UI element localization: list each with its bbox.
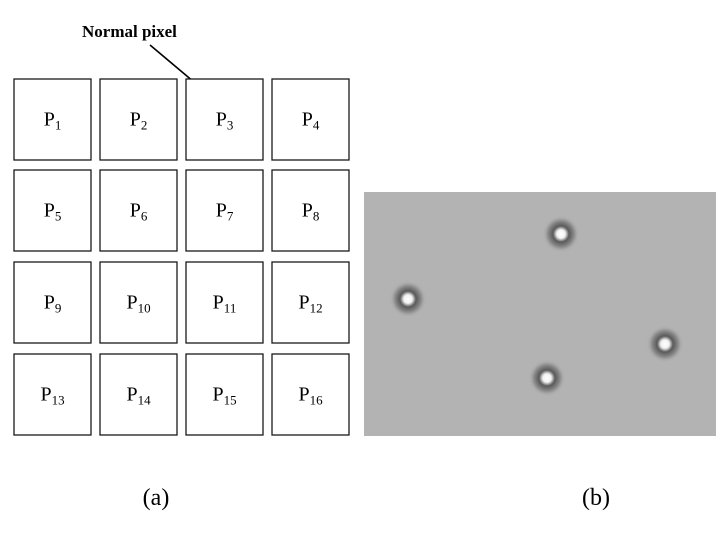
pixel-cell: P8 — [271, 169, 350, 252]
pixel-cell: P16 — [271, 353, 350, 436]
pixel-cell: P15 — [185, 353, 264, 436]
pixel-label-letter: P — [216, 109, 227, 131]
pixel-cell-border — [185, 353, 264, 436]
pixel-label-index: 14 — [138, 393, 152, 408]
panel-a-caption: (a) — [143, 485, 170, 511]
pixel-label: P8 — [302, 200, 320, 224]
pixel-label: P3 — [216, 109, 234, 133]
pixel-label-index: 13 — [52, 393, 65, 408]
pixel-label-index: 4 — [313, 118, 320, 133]
pixel-label-index: 5 — [55, 209, 62, 224]
pixel-label-letter: P — [302, 109, 313, 131]
pixel-label: P16 — [298, 384, 323, 408]
pixel-cell-border — [99, 261, 178, 344]
pixel-cell-border — [99, 78, 178, 161]
pixel-label: P7 — [216, 200, 234, 224]
pixel-cell: P1 — [13, 78, 92, 161]
pixel-label-letter: P — [44, 292, 55, 314]
pixel-label: P2 — [130, 109, 148, 133]
pixel-label-index: 7 — [227, 209, 234, 224]
pixel-cell: P13 — [13, 353, 92, 436]
pixel-label-letter: P — [40, 384, 51, 406]
bright-spot — [389, 280, 427, 318]
pixel-label: P5 — [44, 200, 62, 224]
panel-b-caption: (b) — [582, 485, 610, 511]
pixel-label: P1 — [44, 109, 62, 133]
pixel-label-index: 9 — [55, 301, 62, 316]
pixel-cell-border — [99, 353, 178, 436]
pixel-cell: P7 — [185, 169, 264, 252]
bright-spot — [528, 359, 566, 397]
pixel-cell: P12 — [271, 261, 350, 344]
pixel-label: P13 — [40, 384, 64, 408]
pixel-cell-border — [271, 353, 350, 436]
pixel-label-letter: P — [130, 109, 141, 131]
pixel-label: P4 — [302, 109, 320, 133]
pixel-label-index: 8 — [313, 209, 320, 224]
pixel-label-index: 10 — [138, 301, 151, 316]
pixel-label: P6 — [130, 200, 148, 224]
pixel-cell: P3 — [185, 78, 264, 161]
pixel-label-index: 16 — [310, 393, 324, 408]
pixel-label: P14 — [126, 384, 151, 408]
pixel-label-letter: P — [44, 109, 55, 131]
pixel-label-letter: P — [44, 200, 55, 222]
pixel-label: P15 — [212, 384, 236, 408]
pixel-label-letter: P — [126, 292, 137, 314]
pixel-cell: P9 — [13, 261, 92, 344]
pixel-cell-border — [13, 169, 92, 252]
pixel-label-letter: P — [298, 292, 309, 314]
pixel-label-index: 6 — [141, 209, 148, 224]
bright-spot — [646, 325, 684, 363]
pixel-label-index: 1 — [55, 118, 62, 133]
pixel-label-letter: P — [212, 384, 223, 406]
pixel-cell: P14 — [99, 353, 178, 436]
pixel-cell: P2 — [99, 78, 178, 161]
pixel-cell-border — [185, 78, 264, 161]
spot-image-panel: (b) — [364, 192, 716, 511]
normal-pixel-annotation: Normal pixel — [82, 22, 177, 41]
pixel-label: P9 — [44, 292, 62, 316]
pixel-label-letter: P — [213, 292, 224, 314]
pixel-cell: P6 — [99, 169, 178, 252]
pixel-cell: P4 — [271, 78, 350, 161]
pixel-cell-border — [271, 169, 350, 252]
pixel-label: P11 — [213, 292, 237, 316]
pixel-label-letter: P — [130, 200, 141, 222]
pixel-cell: P5 — [13, 169, 92, 252]
pixel-cell-border — [13, 353, 92, 436]
pixel-cell-border — [185, 169, 264, 252]
pixel-cell-border — [13, 261, 92, 344]
pixel-cell-border — [271, 78, 350, 161]
pixel-label-letter: P — [302, 200, 313, 222]
pixel-label-letter: P — [126, 384, 137, 406]
bright-spots — [389, 215, 684, 397]
pixel-cell-border — [185, 261, 264, 344]
pixel-cell-border — [99, 169, 178, 252]
pixel-label-letter: P — [216, 200, 227, 222]
pixel-label-index: 15 — [224, 393, 237, 408]
pixel-label-index: 11 — [224, 301, 237, 316]
pixel-cell: P10 — [99, 261, 178, 344]
bright-spot — [542, 215, 580, 253]
pixel-label: P12 — [298, 292, 322, 316]
pixel-label-letter: P — [298, 384, 309, 406]
pixel-cell-border — [271, 261, 350, 344]
pixel-cell-border — [13, 78, 92, 161]
pixel-label-index: 2 — [141, 118, 148, 133]
pixel-label-index: 12 — [310, 301, 323, 316]
pixel-cell: P11 — [185, 261, 264, 344]
pixel-label-index: 3 — [227, 118, 234, 133]
pixel-label: P10 — [126, 292, 150, 316]
